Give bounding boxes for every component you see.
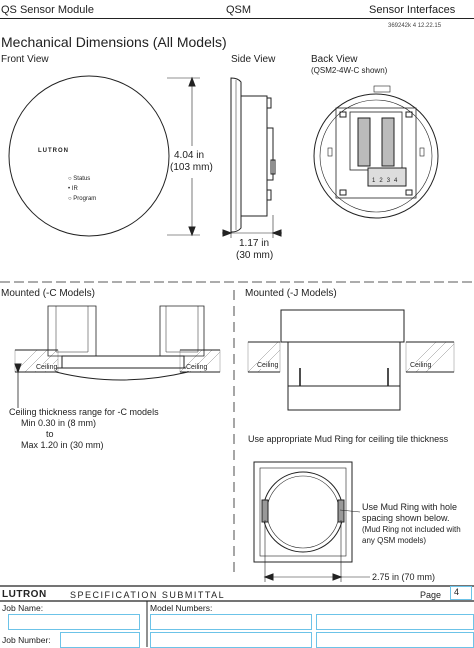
- page-label: Page: [420, 590, 442, 600]
- model-numbers-label: Model Numbers:: [150, 603, 213, 613]
- spacing-dimension: 2.75 in (70 mm): [372, 572, 436, 582]
- front-brand-logo: LUTRON: [38, 148, 69, 154]
- job-name-label: Job Name:: [2, 603, 44, 613]
- side-view-title: Side View: [231, 54, 276, 65]
- hole-spacing-note: Use Mud Ring with hole spacing shown bel…: [362, 502, 461, 545]
- job-number-field[interactable]: [60, 632, 140, 648]
- program-button-label: ○ Program: [68, 196, 97, 202]
- mounted-c-title: Mounted (-C Models): [1, 288, 95, 299]
- status-led-label: ○ Status: [68, 176, 91, 182]
- job-name-field[interactable]: [8, 614, 140, 630]
- doc-number: 369242k 4 12.22.15: [388, 23, 442, 29]
- job-number-label: Job Number:: [2, 635, 51, 645]
- model-number-field-2[interactable]: [316, 614, 474, 630]
- ceiling-label-c-right: Ceiling: [186, 364, 208, 371]
- model-number-field-3[interactable]: [150, 632, 312, 648]
- ceiling-label-c-left: Ceiling: [36, 364, 58, 371]
- model-number-field-4[interactable]: [316, 632, 474, 648]
- back-view-title: Back View: [311, 54, 358, 65]
- header-category: Sensor Interfaces: [369, 4, 456, 16]
- front-view-title: Front View: [1, 54, 49, 65]
- ceiling-label-j-left: Ceiling: [257, 362, 279, 369]
- diameter-mm: (103 mm): [170, 162, 213, 173]
- terminal-numbers: 1234: [372, 178, 402, 184]
- mounted-j-title: Mounted (-J Models): [245, 288, 337, 299]
- front-sensor-outline: [8, 75, 170, 237]
- header-product: QSM: [226, 4, 252, 16]
- model-number-field-1[interactable]: [150, 614, 312, 630]
- depth-label: 1.17 in: [239, 238, 270, 249]
- mud-ring-note: Use appropriate Mud Ring for ceiling til…: [248, 434, 449, 444]
- header-rule: [0, 18, 474, 19]
- footer-title: SPECIFICATION SUBMITTAL: [70, 590, 226, 600]
- back-view-subtitle: (QSM2-4W-C shown): [311, 66, 388, 75]
- footer-brand-logo: LUTRON: [2, 589, 47, 600]
- depth-mm: (30 mm): [236, 250, 274, 261]
- ceiling-thickness-note: Ceiling thickness range for -C models Mi…: [9, 407, 159, 450]
- section-title: Mechanical Dimensions (All Models): [1, 34, 227, 50]
- page-number-field[interactable]: 4: [450, 586, 472, 600]
- ir-window-label: • IR: [68, 186, 78, 192]
- diameter-label: 4.04 in: [174, 150, 205, 161]
- header-module: QS Sensor Module: [1, 4, 94, 16]
- ceiling-label-j-right: Ceiling: [410, 362, 432, 369]
